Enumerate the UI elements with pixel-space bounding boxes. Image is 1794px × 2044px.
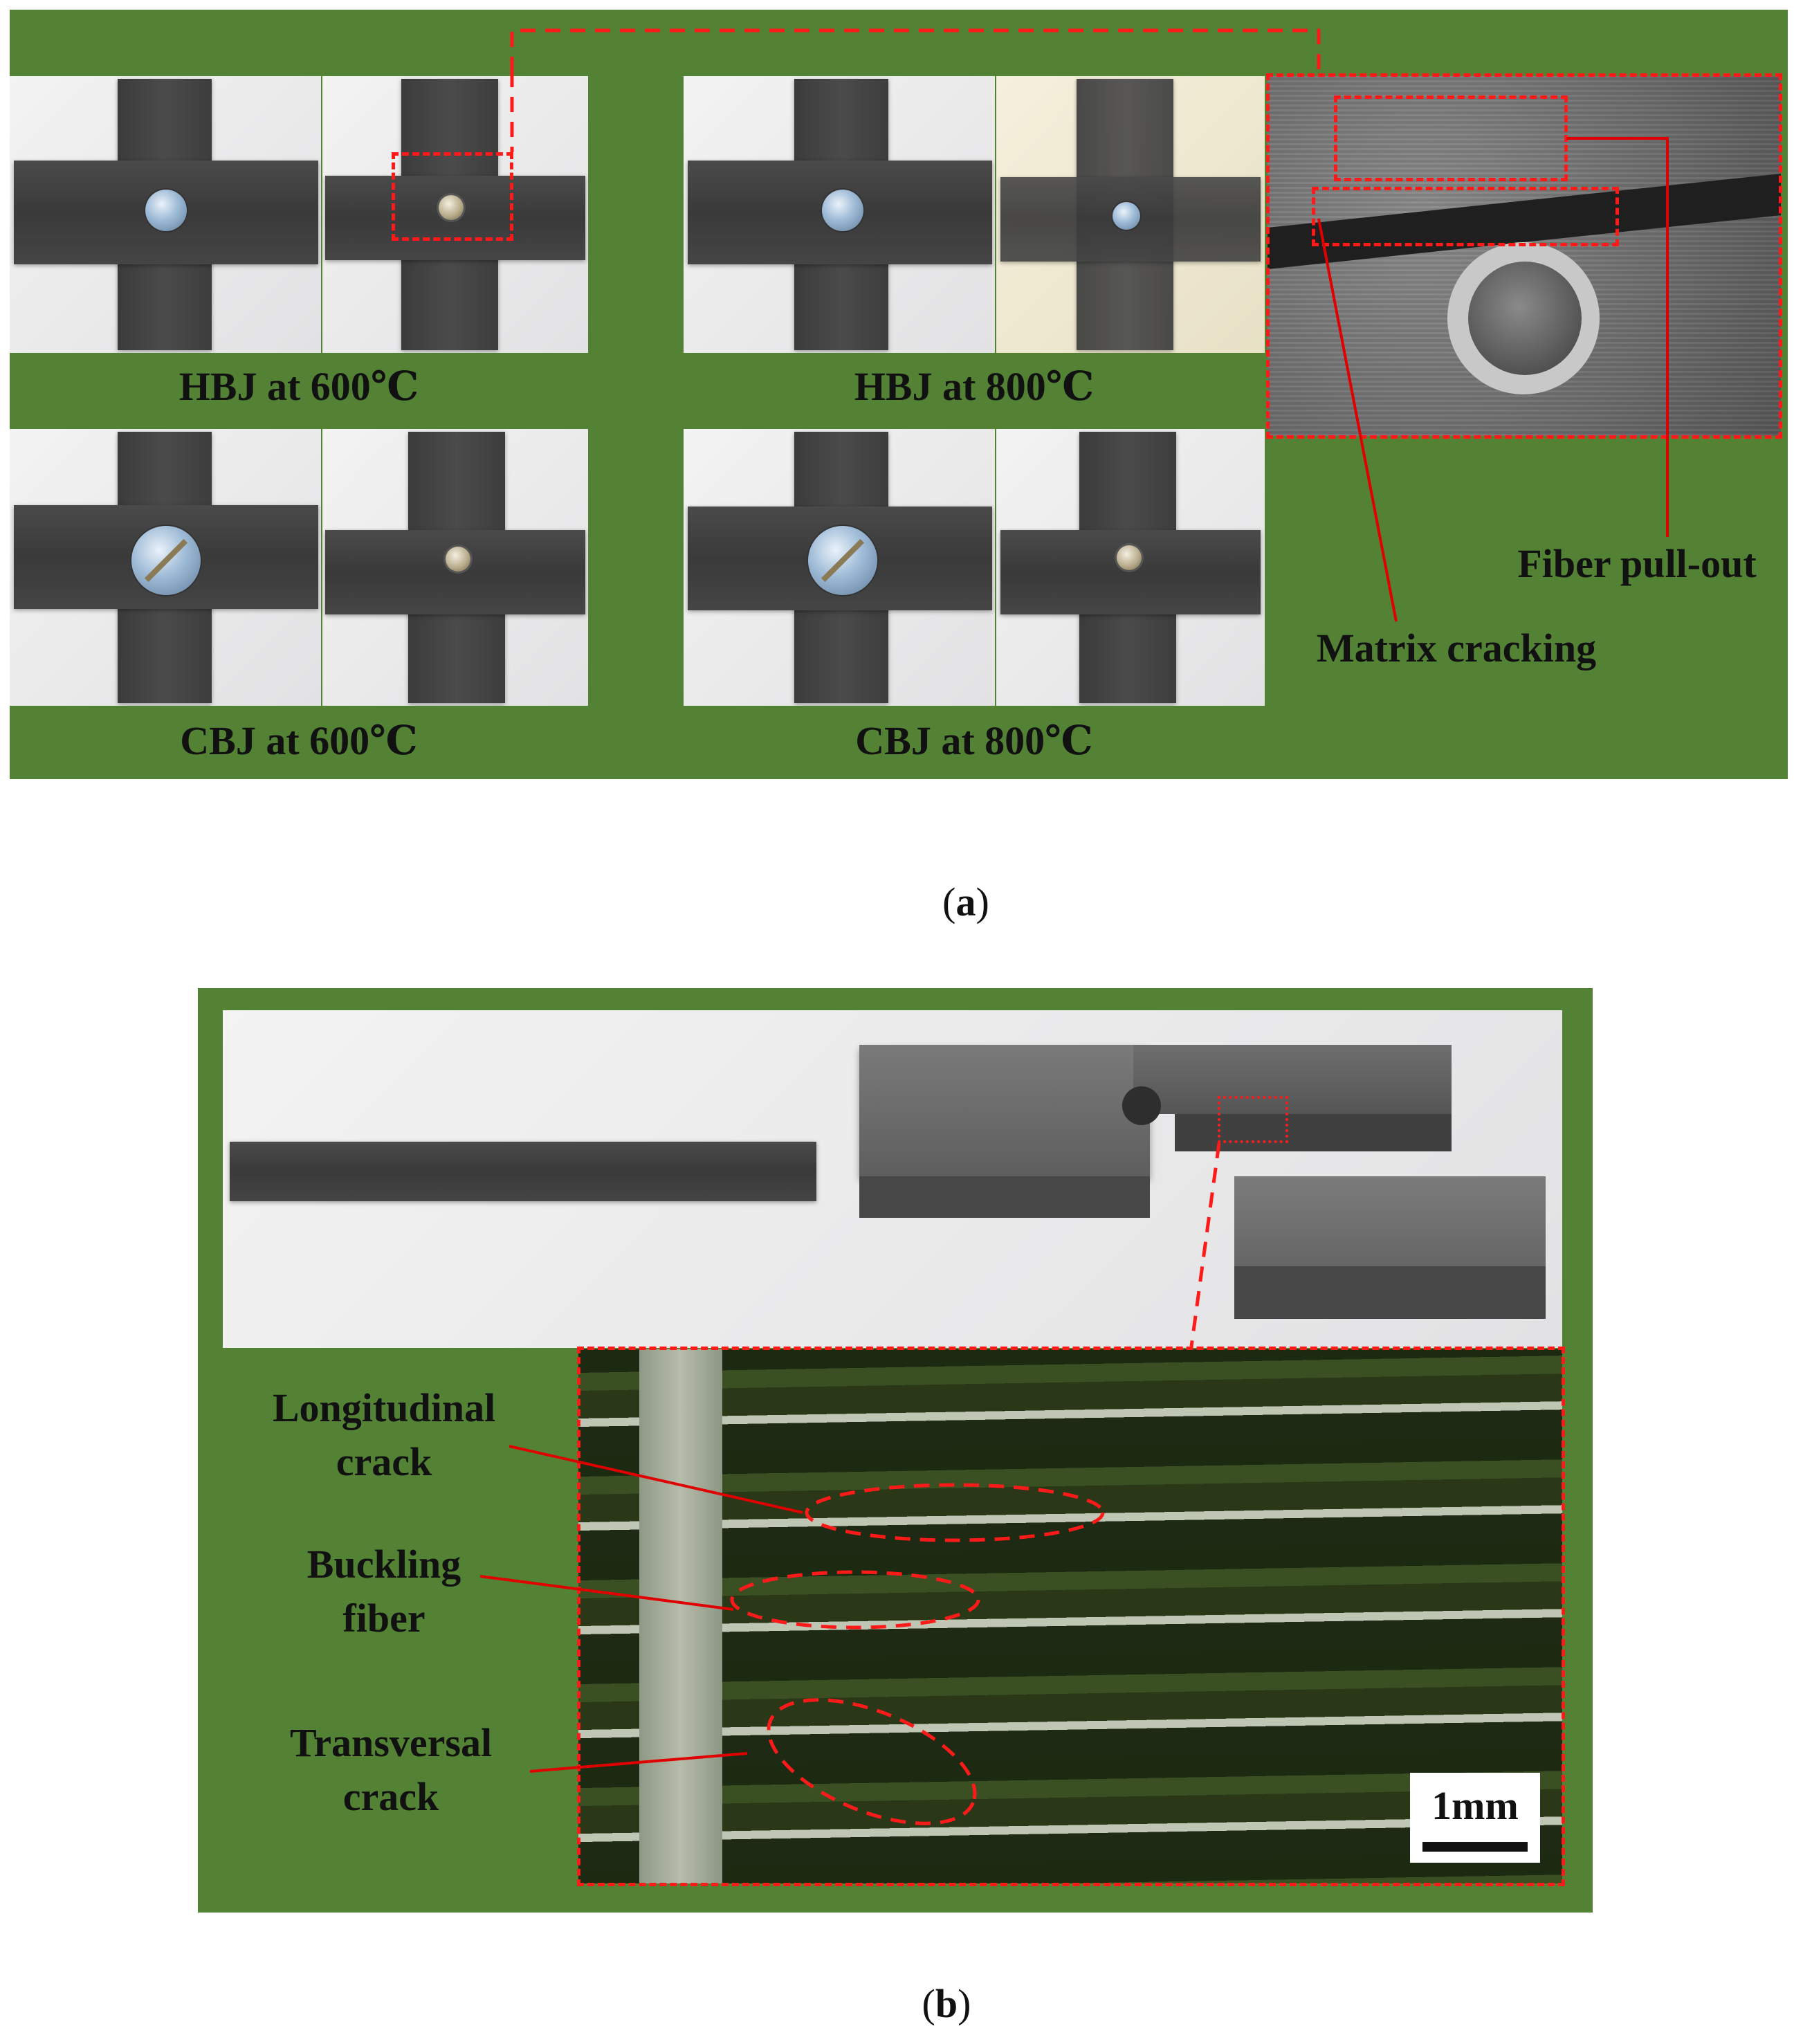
photo-bolt-hole-detail: [1267, 76, 1781, 436]
label-buckling-fiber: Buckling fiber: [306, 1542, 461, 1641]
caption-hbj-800: HBJ at 800℃: [854, 364, 1095, 409]
photo-hbj-800-back: [996, 76, 1265, 353]
photo-cbj-800-back: [996, 429, 1265, 706]
photo-cbj-600-front: [10, 429, 321, 706]
photo-cbj-800-front: [684, 429, 995, 706]
scale-bar-label: 1mm: [1431, 1783, 1519, 1828]
highlight-detail-frame: [1266, 73, 1782, 439]
photo-failed-specimen: [223, 1010, 1562, 1348]
photo-cbj-600-back: [322, 429, 588, 706]
highlight-fiber-pullout-region: [1334, 95, 1568, 181]
label-fiber-pullout: Fiber pull-out: [1517, 541, 1757, 586]
scale-bar-line: [1422, 1842, 1528, 1852]
caption-cbj-800: CBJ at 800℃: [855, 718, 1093, 763]
photo-hbj-600-front: [10, 76, 321, 353]
label-matrix-cracking: Matrix cracking: [1316, 626, 1597, 670]
photo-micrograph-fracture: [578, 1349, 1562, 1883]
subfigure-label-b: (b): [922, 1981, 971, 2026]
caption-cbj-600: CBJ at 600℃: [180, 718, 418, 763]
highlight-specimen-region: [1218, 1096, 1288, 1143]
subfigure-label-a: (a): [942, 879, 989, 924]
photo-hbj-600-back: [322, 76, 588, 353]
photo-hbj-800-front: [684, 76, 995, 353]
highlight-matrix-cracking-region: [1312, 187, 1619, 246]
highlight-joint-region: [392, 152, 513, 241]
label-longitudinal-crack: Longitudinal crack: [272, 1385, 496, 1484]
caption-hbj-600: HBJ at 600℃: [179, 364, 419, 409]
highlight-micrograph-frame: [577, 1347, 1565, 1886]
scale-bar-box: 1mm: [1410, 1773, 1540, 1863]
label-transversal-crack: Transversal crack: [289, 1720, 493, 1819]
